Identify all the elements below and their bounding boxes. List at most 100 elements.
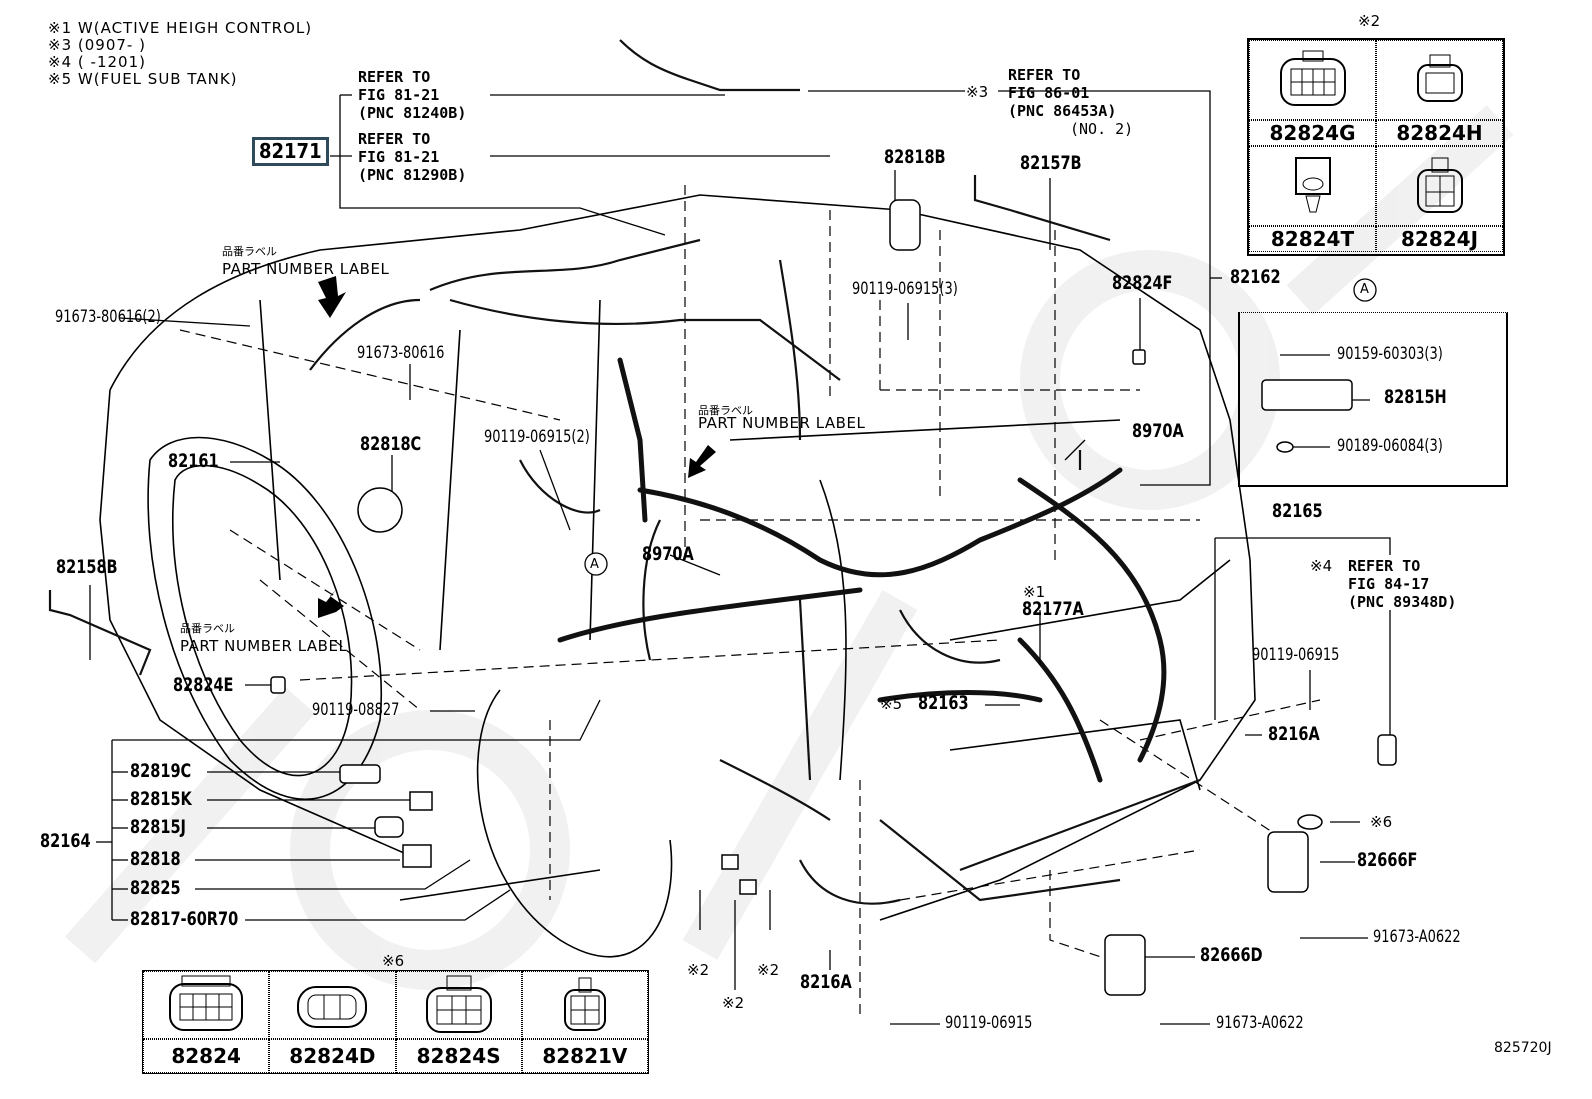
- connector-table-m2: 82824G 82824H 82824T 82824J: [1247, 38, 1505, 256]
- connector-icon-82824G: [1249, 40, 1376, 120]
- callout-82824F[interactable]: 82824F: [1112, 272, 1173, 294]
- part-82666F-shape: [1267, 831, 1309, 893]
- connector-label: 82824J: [1376, 226, 1503, 252]
- note-mark-2: ※2: [722, 994, 745, 1012]
- detail-A-item[interactable]: 82815H: [1384, 386, 1447, 408]
- connector-icon-82824J: [1376, 146, 1503, 226]
- connector-m2-b: [739, 879, 757, 895]
- callout-90119-06915-3[interactable]: 90119-06915(3): [852, 279, 958, 299]
- note-mark-2: ※2: [687, 961, 710, 979]
- wire-harness-thin: [48, 39, 1201, 905]
- callout-82158B[interactable]: 82158B: [56, 556, 118, 578]
- reference-86453A[interactable]: REFER TO FIG 86-01 (PNC 86453A) (NO. 2): [1008, 66, 1134, 138]
- note-mark-4: ※4: [1310, 557, 1333, 575]
- connector-icon-82824: [143, 971, 270, 1039]
- connector-icon-82821V: [521, 971, 648, 1039]
- callout-8970A-center[interactable]: 8970A: [642, 543, 694, 565]
- connector-label: 82821V: [521, 1039, 648, 1073]
- callout-82162[interactable]: 82162: [1230, 266, 1281, 288]
- note-mark-3: ※3: [966, 83, 989, 101]
- figure-id: 825720J: [1494, 1040, 1552, 1056]
- connector-89348D-shape: [1377, 734, 1397, 766]
- part-number-label-jp: 品番ラベル: [222, 245, 277, 258]
- callout-82177A[interactable]: 82177A: [1022, 598, 1084, 620]
- part-number-label-jp: 品番ラベル: [180, 622, 235, 635]
- callout-8216A-right[interactable]: 8216A: [1268, 723, 1320, 745]
- callout-82165[interactable]: 82165: [1272, 500, 1323, 522]
- callout-82161[interactable]: 82161: [168, 450, 219, 472]
- connector-icon-82824D: [269, 971, 396, 1039]
- highlighted-part-82171[interactable]: 82171: [252, 137, 329, 166]
- part-82815H-shape: [1261, 379, 1353, 411]
- table-m2-mark: ※2: [1358, 12, 1381, 30]
- detail-A-item[interactable]: 90159-60303(3): [1337, 344, 1443, 364]
- part-82666D-shape: [1104, 934, 1146, 996]
- part-82818-shape: [402, 844, 432, 868]
- group-82164-item[interactable]: 82818: [130, 848, 181, 870]
- leader-lines: [89, 90, 1391, 1025]
- callout-8970A-right[interactable]: 8970A: [1132, 420, 1184, 442]
- part-number-label: PART NUMBER LABEL: [698, 414, 866, 432]
- connector-m6-shape: [1297, 814, 1323, 830]
- circle-markers: [584, 278, 1377, 576]
- note-item: ※3 (0907- ): [48, 36, 146, 54]
- part-82815K-shape: [409, 791, 433, 811]
- note-item: ※1 W(ACTIVE HEIGH CONTROL): [48, 19, 313, 37]
- part-82824F-shape: [1132, 349, 1146, 365]
- detail-A-box: [1238, 312, 1508, 487]
- note-mark-2: ※2: [757, 961, 780, 979]
- component-sketches: [270, 199, 1397, 996]
- callout-82163[interactable]: 82163: [918, 692, 969, 714]
- connector-label: 82824T: [1249, 226, 1376, 252]
- part-82815J-shape: [374, 816, 404, 838]
- part-82819C-shape: [339, 764, 381, 784]
- part-82824E-shape: [270, 676, 286, 694]
- reference-81290B[interactable]: REFER TO FIG 81-21 (PNC 81290B): [358, 130, 467, 184]
- circle-marker-A: A: [590, 557, 599, 572]
- part-82818C-shape: [357, 487, 403, 533]
- callout-90119-08827[interactable]: 90119-08827: [312, 700, 400, 720]
- reference-81240B[interactable]: REFER TO FIG 81-21 (PNC 81240B): [358, 68, 467, 122]
- connector-label: 82824: [143, 1039, 270, 1073]
- callout-91673-A0622-upper[interactable]: 91673-A0622: [1373, 927, 1461, 947]
- notes-legend: ※1 W(ACTIVE HEIGH CONTROL) ※3 (0907- ) ※…: [48, 20, 312, 88]
- wire-harness: [557, 357, 1167, 783]
- reference-89348D[interactable]: REFER TO FIG 84-17 (PNC 89348D): [1348, 557, 1457, 611]
- callout-82666D[interactable]: 82666D: [1200, 944, 1263, 966]
- callout-8216A-bottom[interactable]: 8216A: [800, 971, 852, 993]
- callout-82164[interactable]: 82164: [40, 830, 91, 852]
- connector-label: 82824G: [1249, 120, 1376, 146]
- callout-91673-80616-2[interactable]: 91673-80616(2): [55, 307, 161, 327]
- callout-82824E[interactable]: 82824E: [173, 674, 234, 696]
- note-mark-6: ※6: [1370, 813, 1393, 831]
- note-item: ※4 ( -1201): [48, 53, 146, 71]
- callout-82818C[interactable]: 82818C: [360, 433, 422, 455]
- note-item: ※5 W(FUEL SUB TANK): [48, 70, 238, 88]
- detail-A-item[interactable]: 90189-06084(3): [1337, 436, 1443, 456]
- callout-90119-06915-right[interactable]: 90119-06915: [1252, 645, 1340, 665]
- connector-icon-82824H: [1376, 40, 1503, 120]
- group-82164-item[interactable]: 82817-60R70: [130, 908, 239, 930]
- callout-90119-06915-2[interactable]: 90119-06915(2): [484, 427, 590, 447]
- callout-91673-A0622-lower[interactable]: 91673-A0622: [1216, 1013, 1304, 1033]
- note-mark-5: ※5: [880, 695, 903, 713]
- part-label-arrows: [318, 276, 716, 618]
- part-number-label: PART NUMBER LABEL: [222, 260, 390, 278]
- group-82164-item[interactable]: 82825: [130, 877, 181, 899]
- callout-90119-06915-bottom[interactable]: 90119-06915: [945, 1013, 1033, 1033]
- group-82164-item[interactable]: 82815J: [130, 816, 186, 838]
- callout-91673-80616[interactable]: 91673-80616: [357, 343, 445, 363]
- part-number-label: PART NUMBER LABEL: [180, 637, 348, 655]
- washer-shape: [1276, 441, 1294, 453]
- part-82818B-shape: [889, 199, 921, 251]
- callout-82666F[interactable]: 82666F: [1357, 849, 1418, 871]
- connector-icon-82824S: [395, 971, 522, 1039]
- callout-82818B[interactable]: 82818B: [884, 146, 946, 168]
- table-m6-mark: ※6: [382, 952, 405, 970]
- group-82164-item[interactable]: 82815K: [130, 788, 192, 810]
- connector-label: 82824S: [395, 1039, 522, 1073]
- group-82164-item[interactable]: 82819C: [130, 760, 192, 782]
- dashed-guides: [179, 185, 1321, 1020]
- callout-82157B[interactable]: 82157B: [1020, 152, 1082, 174]
- connector-m2-a: [721, 854, 739, 870]
